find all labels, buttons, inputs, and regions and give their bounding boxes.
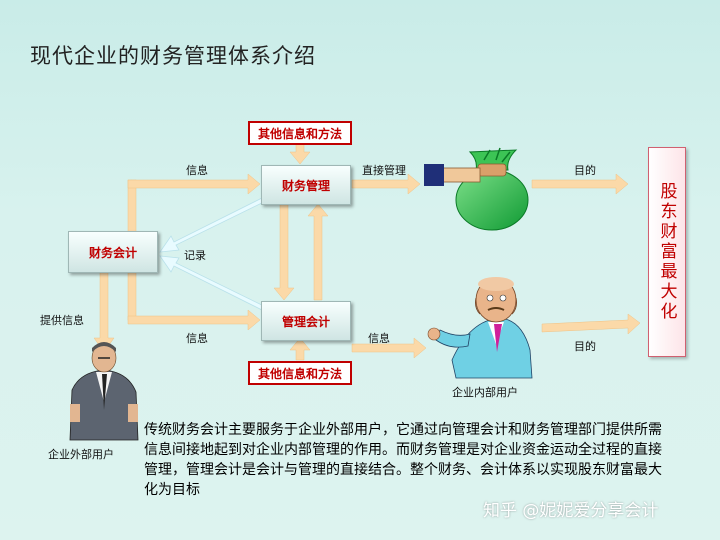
arrow-record-ma	[159, 255, 269, 313]
arrow-info-top	[127, 173, 261, 195]
label-internal-users: 企业内部用户	[452, 386, 518, 399]
goal-text: 股东财富最大化	[656, 182, 677, 322]
arrow-direct-management	[351, 173, 421, 195]
manager-figure-icon	[427, 277, 533, 379]
label-purpose-top: 目的	[574, 164, 596, 177]
arrow-info-bottom	[127, 309, 261, 331]
arrow-purpose-top	[531, 173, 629, 195]
money-bag-icon	[424, 147, 529, 231]
box-other-info-top: 其他信息和方法	[248, 121, 352, 145]
label-external-users: 企业外部用户	[48, 448, 114, 461]
label-info-bottom-right: 信息	[368, 332, 390, 345]
businessman-figure-icon	[69, 342, 139, 441]
arrow-record-fm	[159, 195, 269, 253]
label-record: 记录	[184, 249, 206, 262]
label-provide-info: 提供信息	[40, 314, 84, 327]
description-text: 传统财务会计主要服务于企业外部用户，它通过向管理会计和财务管理部门提供所需信息间…	[144, 422, 662, 498]
label-direct-management: 直接管理	[362, 164, 406, 177]
arrow-ma-to-fm	[307, 203, 329, 301]
box-financial-management: 财务管理	[261, 165, 351, 205]
label-info-bottom-left: 信息	[186, 332, 208, 345]
arrow-segment	[127, 271, 137, 321]
box-financial-accounting: 财务会计	[68, 231, 158, 273]
box-other-info-bottom: 其他信息和方法	[248, 361, 352, 385]
watermark: 知乎 @妮妮爱分享会计	[483, 501, 659, 521]
label-info-top: 信息	[186, 164, 208, 177]
arrow-purpose-bottom	[541, 313, 641, 335]
arrow-provide-info	[93, 271, 115, 353]
arrow-other-top	[289, 141, 311, 165]
arrow-info-internal	[351, 337, 427, 359]
page-title: 现代企业的财务管理体系介绍	[30, 44, 316, 68]
label-purpose-bottom: 目的	[574, 340, 596, 353]
arrow-other-bottom	[289, 337, 311, 361]
box-management-accounting: 管理会计	[261, 301, 351, 341]
goal-box: 股东财富最大化	[648, 147, 686, 357]
arrow-fm-to-ma	[273, 203, 295, 301]
